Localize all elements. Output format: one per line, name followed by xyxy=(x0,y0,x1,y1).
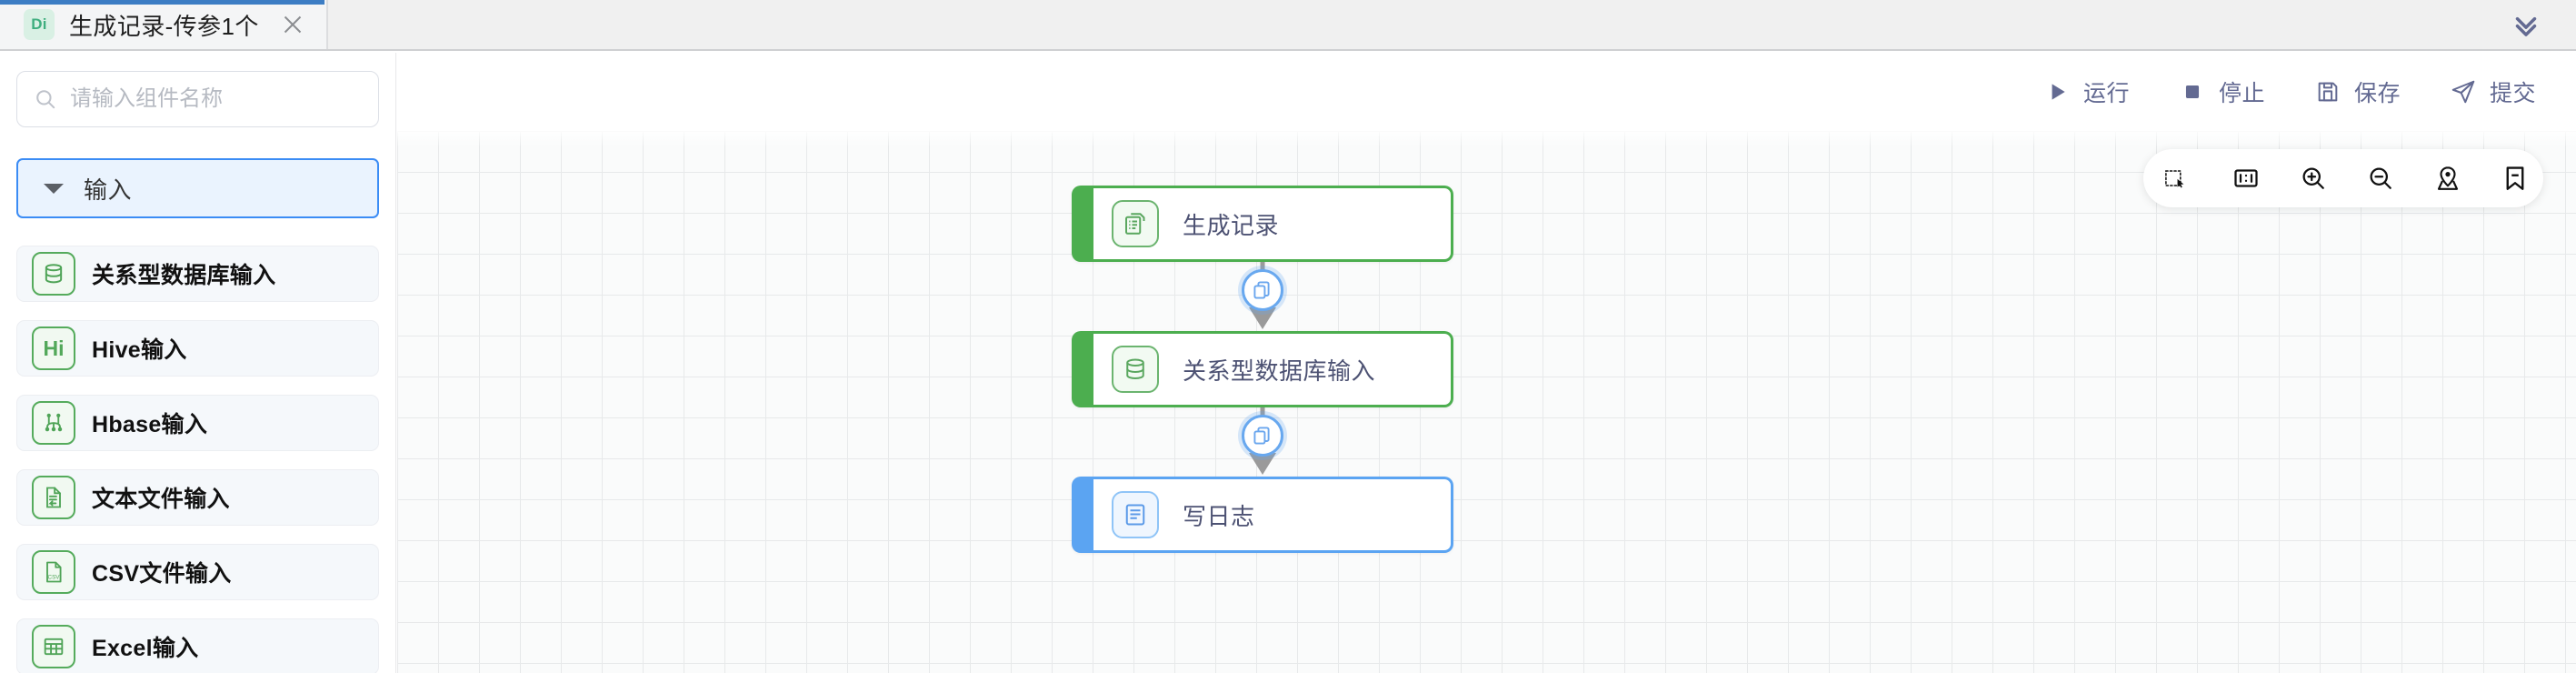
connector-arrow-icon xyxy=(1249,307,1276,329)
search-icon xyxy=(34,87,57,111)
sidebar-group-label: 输入 xyxy=(84,176,133,204)
copy-badge-icon[interactable] xyxy=(1242,269,1283,311)
run-button[interactable]: 运行 xyxy=(2043,75,2130,108)
palette-item-label: 文本文件输入 xyxy=(92,487,230,512)
text-file-icon xyxy=(32,476,75,519)
stop-icon xyxy=(2179,78,2206,105)
zoom-out-icon[interactable] xyxy=(2365,163,2396,194)
flow-node-write-log[interactable]: 写日志 xyxy=(1072,477,1453,553)
stop-button-label: 停止 xyxy=(2218,81,2265,106)
submit-button-label: 提交 xyxy=(2489,81,2536,106)
palette-item-label: Excel输入 xyxy=(92,636,199,661)
run-button-label: 运行 xyxy=(2082,81,2130,106)
sidebar-group-input[interactable]: 输入 xyxy=(16,158,379,218)
submit-icon xyxy=(2450,78,2477,105)
flow-node-label: 写日志 xyxy=(1183,502,1255,530)
flow-connector-1 xyxy=(1072,262,1453,331)
svg-text:CSV: CSV xyxy=(48,574,61,580)
palette-item-excel-input[interactable]: Excel输入 xyxy=(16,618,379,673)
locate-icon[interactable] xyxy=(2432,163,2463,194)
tab-title: 生成记录-传参1个 xyxy=(69,12,259,40)
database-icon xyxy=(32,252,75,296)
flow-node-label: 生成记录 xyxy=(1183,211,1280,239)
palette-item-label: Hbase输入 xyxy=(92,412,208,437)
flow-node-relational-db-input[interactable]: 关系型数据库输入 xyxy=(1072,331,1453,407)
flow-canvas[interactable]: 生成记录 xyxy=(397,131,2576,673)
tab-bar: Di 生成记录-传参1个 xyxy=(0,0,2576,51)
search-box[interactable] xyxy=(16,71,379,127)
marquee-select-icon[interactable] xyxy=(2163,163,2194,194)
hive-icon: Hi xyxy=(32,326,75,370)
flow-graph: 生成记录 xyxy=(1072,186,1453,553)
database-icon xyxy=(1112,346,1159,393)
csv-file-icon: CSV xyxy=(32,550,75,594)
palette-item-csv-file-input[interactable]: CSV CSV文件输入 xyxy=(16,544,379,600)
flow-node-label: 关系型数据库输入 xyxy=(1183,357,1376,385)
search-input[interactable] xyxy=(70,72,362,126)
palette-item-label: CSV文件输入 xyxy=(92,561,232,587)
stop-button[interactable]: 停止 xyxy=(2179,75,2265,108)
chevron-double-down-icon[interactable] xyxy=(2476,0,2576,49)
connector-arrow-icon xyxy=(1249,453,1276,475)
zoom-in-icon[interactable] xyxy=(2298,163,2329,194)
hbase-icon xyxy=(32,401,75,445)
palette-item-hive-input[interactable]: Hi Hive输入 xyxy=(16,320,379,377)
save-button[interactable]: 保存 xyxy=(2314,75,2401,108)
excel-icon xyxy=(32,625,75,668)
tab-bar-spacer xyxy=(328,0,2476,49)
palette-item-label: Hive输入 xyxy=(92,337,187,363)
action-toolbar: 运行 停止 保存 xyxy=(397,53,2576,131)
save-button-label: 保存 xyxy=(2353,81,2401,106)
flow-connector-2 xyxy=(1072,407,1453,477)
copy-badge-icon[interactable] xyxy=(1242,415,1283,457)
palette-item-text-file-input[interactable]: 文本文件输入 xyxy=(16,469,379,526)
flow-node-generate-record[interactable]: 生成记录 xyxy=(1072,186,1453,262)
main-area: 运行 停止 保存 xyxy=(397,53,2576,673)
search-wrapper xyxy=(0,53,395,133)
bookmark-icon[interactable] xyxy=(2500,163,2531,194)
component-palette: 关系型数据库输入 Hi Hive输入 xyxy=(0,218,395,673)
submit-button[interactable]: 提交 xyxy=(2450,75,2536,108)
component-sidebar: 输入 关系型数据库输入 Hi Hive输入 xyxy=(0,53,396,673)
caret-down-icon xyxy=(44,183,64,194)
write-log-icon xyxy=(1112,491,1159,538)
save-icon xyxy=(2314,78,2341,105)
palette-item-label: 关系型数据库输入 xyxy=(92,263,276,288)
di-badge-icon: Di xyxy=(24,9,55,40)
palette-item-hbase-input[interactable]: Hbase输入 xyxy=(16,395,379,451)
canvas-toolbar xyxy=(2143,149,2543,207)
generate-record-icon xyxy=(1112,200,1159,247)
play-icon xyxy=(2043,78,2071,105)
tab-active[interactable]: Di 生成记录-传参1个 xyxy=(0,0,328,49)
close-icon[interactable] xyxy=(279,11,306,38)
fit-screen-icon[interactable] xyxy=(2231,163,2261,194)
palette-item-relational-db-input[interactable]: 关系型数据库输入 xyxy=(16,246,379,302)
